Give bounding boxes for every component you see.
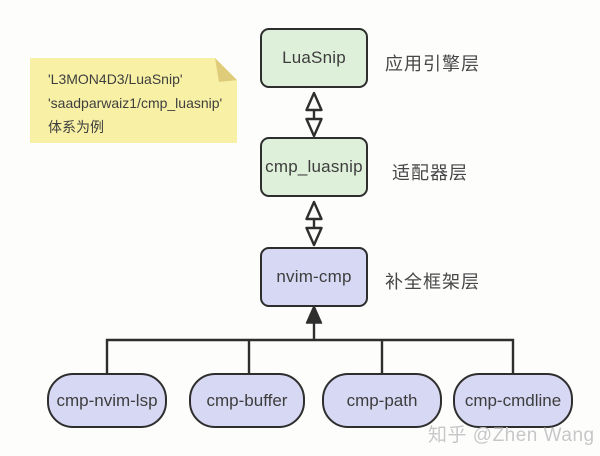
node-nvim-cmp: nvim-cmp: [260, 247, 368, 307]
zhihu-watermark: 知乎 @Zhen Wang: [428, 425, 595, 446]
node-cmp-path: cmp-path: [322, 373, 442, 428]
sticky-note-line: 'saadparwaiz1/cmp_luasnip': [48, 95, 223, 111]
node-cmp-luasnip: cmp_luasnip: [260, 137, 368, 197]
bidirectional-arrow-icon: [305, 200, 323, 247]
layer-label-engine: 应用引擎层: [385, 54, 480, 74]
node-cmp-cmdline: cmp-cmdline: [453, 373, 573, 428]
sticky-note-line: 体系为例: [48, 119, 104, 135]
node-luasnip: LuaSnip: [260, 28, 368, 88]
node-cmp-buffer: cmp-buffer: [189, 373, 305, 428]
node-label: nvim-cmp: [276, 267, 352, 286]
node-label: LuaSnip: [282, 48, 346, 67]
node-label: cmp-path: [346, 390, 418, 410]
node-label: cmp-buffer: [206, 390, 288, 410]
sticky-note-line: 'L3MON4D3/LuaSnip': [48, 71, 183, 87]
layer-label-framework: 补全框架层: [385, 272, 480, 292]
sticky-note: 'L3MON4D3/LuaSnip' 'saadparwaiz1/cmp_lua…: [30, 58, 237, 143]
node-cmp-nvim-lsp: cmp-nvim-lsp: [47, 373, 167, 428]
source-bus-lines: [105, 317, 515, 373]
bidirectional-arrow-icon: [305, 91, 323, 138]
node-label: cmp_luasnip: [265, 157, 363, 176]
layer-label-adapter: 适配器层: [392, 163, 468, 183]
node-label: cmp-nvim-lsp: [56, 390, 158, 410]
arrow-up-icon: [305, 305, 323, 324]
node-label: cmp-cmdline: [464, 390, 562, 410]
